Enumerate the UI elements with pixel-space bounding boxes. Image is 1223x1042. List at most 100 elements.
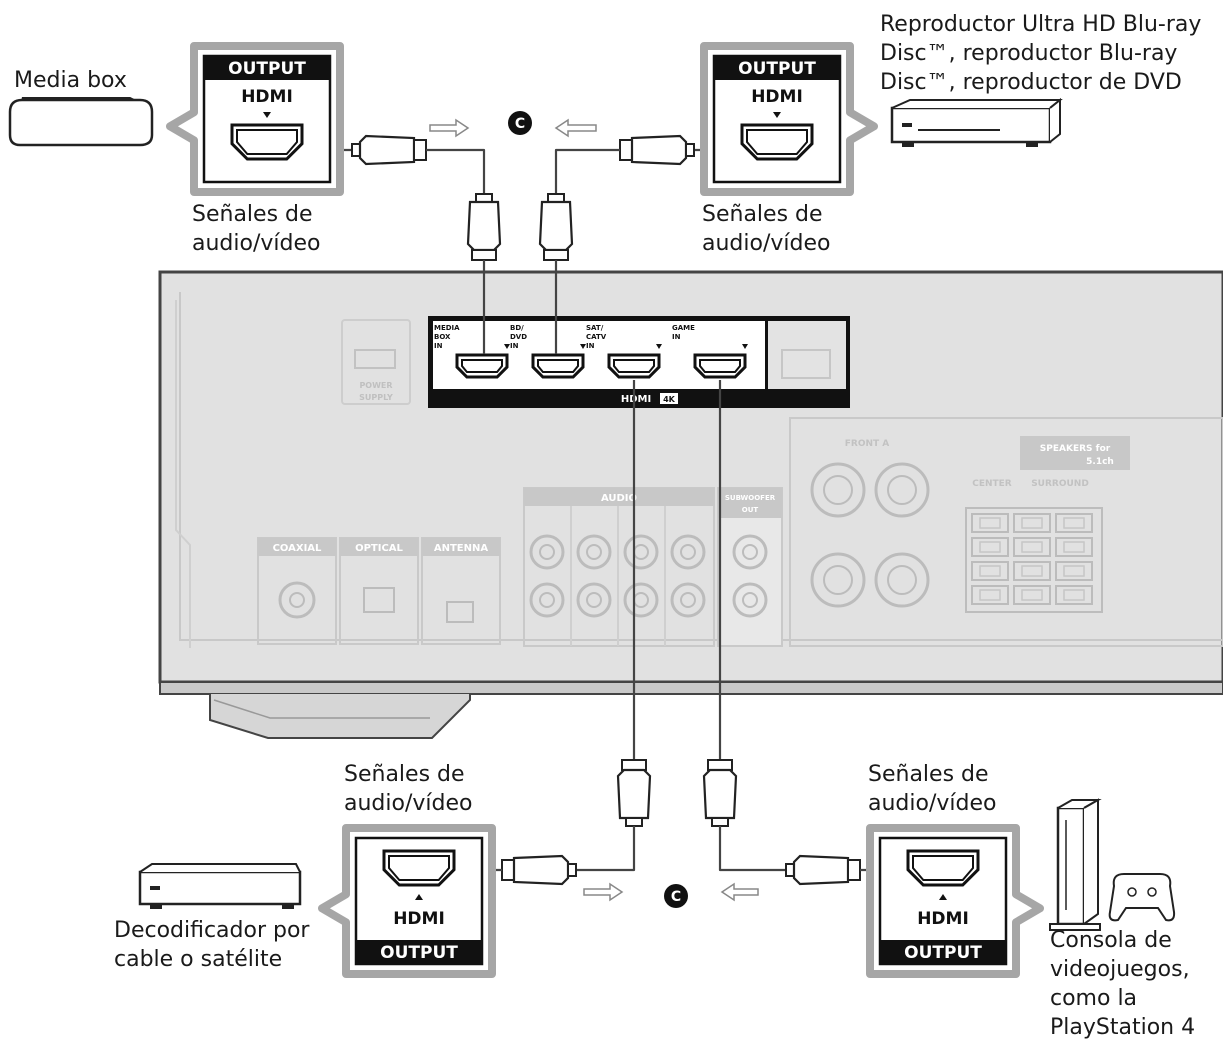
output-label: OUTPUT: [380, 943, 458, 963]
speaker-clip: [971, 537, 1009, 557]
svg-text:CENTER: CENTER: [972, 479, 1012, 489]
device-hdmi-output-port: [740, 123, 814, 161]
callout-bd-player: OUTPUT HDMI: [700, 42, 878, 196]
rca-jack: [576, 534, 612, 570]
speaker-clip: [971, 561, 1009, 581]
hdmi-input-label: IN: [586, 342, 595, 350]
hdmi-input-label: GAME: [672, 324, 695, 332]
bd-player-label: Reproductor Ultra HD Blu-ray Disc™, repr…: [880, 12, 1202, 95]
hdmi-plug: [501, 854, 577, 886]
hdmi-input-label: CATV: [586, 333, 607, 341]
console-label: Consola de videojuegos, como la PlayStat…: [1050, 928, 1196, 1040]
marker-c-top: C: [508, 111, 532, 135]
signal-direction-arrow: [429, 118, 470, 138]
speaker-clip: [1013, 537, 1051, 557]
svg-text:OPTICAL: OPTICAL: [355, 543, 403, 554]
rca-jack: [670, 534, 706, 570]
callout-console: OUTPUT HDMI: [866, 824, 1044, 978]
speaker-clip: [1055, 513, 1093, 533]
svg-text:OUT: OUT: [742, 506, 759, 514]
speaker-clip: [1055, 561, 1093, 581]
media-box-device-icon: [8, 97, 154, 147]
hdmi-plug: [466, 193, 502, 261]
hdmi-label: HDMI: [751, 87, 803, 107]
signals-label-top-left: Señales de audio/vídeo: [192, 202, 321, 256]
cable-box-device-icon: [138, 863, 302, 909]
hdmi-label: HDMI: [393, 909, 445, 929]
svg-text:C: C: [671, 889, 681, 905]
hdmi-plug: [702, 759, 738, 827]
rca-jack: [529, 534, 565, 570]
receiver-hdmi-port: [531, 353, 585, 379]
hdmi-input-label: IN: [434, 342, 443, 350]
receiver-hdmi-port: [455, 353, 509, 379]
signals-label-top-right: Señales de audio/vídeo: [702, 202, 831, 256]
signal-direction-arrow: [583, 882, 624, 902]
callout-cable-box: OUTPUT HDMI: [318, 824, 496, 978]
speaker-clip: [1055, 537, 1093, 557]
speaker-clip: [1055, 585, 1093, 605]
hdmi-input-label: SAT/: [586, 324, 604, 332]
hdmi-input-label: DVD: [510, 333, 527, 341]
hdmi-plug: [616, 759, 652, 827]
receiver-foot: [209, 694, 471, 739]
hdmi-input-label: MEDIA: [434, 324, 460, 332]
antenna-input: ANTENNA: [421, 537, 501, 645]
device-hdmi-output-port: [906, 849, 980, 887]
rca-jack: [732, 582, 768, 618]
receiver-rear-panel: POWER SUPPLY HDMI 4K MEDIABOXINBD/DVDINS…: [158, 270, 1223, 739]
hdmi-input-label: BOX: [434, 333, 451, 341]
hdmi-plug: [785, 854, 861, 886]
hdmi-label: HDMI: [241, 87, 293, 107]
svg-text:FRONT A: FRONT A: [845, 439, 890, 449]
output-label: OUTPUT: [738, 59, 816, 79]
speaker-clip: [971, 585, 1009, 605]
rca-jack: [670, 582, 706, 618]
svg-text:SURROUND: SURROUND: [1031, 479, 1089, 489]
speaker-clip: [1013, 513, 1051, 533]
svg-text:COAXIAL: COAXIAL: [273, 543, 322, 554]
hdmi-plug: [619, 134, 695, 166]
output-label: OUTPUT: [904, 943, 982, 963]
media-box-label: Media box: [14, 68, 127, 93]
audio-inputs: AUDIO: [523, 487, 715, 647]
optical-input: OPTICAL: [339, 537, 419, 645]
coaxial-input: COAXIAL: [257, 537, 337, 645]
hdmi-input-label: IN: [672, 333, 681, 341]
callout-media-box: OUTPUT HDMI: [166, 42, 344, 196]
svg-text:5.1ch: 5.1ch: [1086, 457, 1114, 467]
svg-text:AUDIO: AUDIO: [601, 493, 637, 504]
hdmi-plug: [351, 134, 427, 166]
receiver-hdmi-port: [607, 353, 661, 379]
device-hdmi-output-port: [230, 123, 304, 161]
rca-jack: [529, 582, 565, 618]
hdmi-input-label: BD/: [510, 324, 524, 332]
usb-power-supply: POWER SUPPLY: [341, 319, 411, 405]
svg-text:C: C: [515, 116, 525, 132]
hdmi-label: HDMI: [917, 909, 969, 929]
rca-jack: [732, 534, 768, 570]
rca-jack: [576, 582, 612, 618]
signals-label-bottom-left: Señales de audio/vídeo: [344, 762, 473, 816]
speaker-clip: [971, 513, 1009, 533]
hdmi-input-label: IN: [510, 342, 519, 350]
speaker-clip: [1013, 561, 1051, 581]
svg-text:HDMI: HDMI: [621, 394, 651, 405]
svg-text:SPEAKERS for: SPEAKERS for: [1040, 444, 1111, 454]
signals-label-bottom-right: Señales de audio/vídeo: [868, 762, 997, 816]
bd-player-device-icon: [890, 97, 1063, 147]
output-label: OUTPUT: [228, 59, 306, 79]
svg-text:SUPPLY: SUPPLY: [359, 393, 393, 402]
hdmi-cables: [280, 118, 920, 902]
speaker-clip: [1013, 585, 1051, 605]
cable-box-label: Decodificador por cable o satélite: [114, 918, 310, 972]
signal-direction-arrow: [720, 882, 759, 902]
hdmi-plug: [538, 193, 574, 261]
svg-text:4K: 4K: [663, 395, 676, 404]
device-hdmi-output-port: [382, 849, 456, 887]
game-console-device-icon: [1049, 798, 1176, 931]
svg-text:POWER: POWER: [359, 381, 392, 390]
speaker-terminals: SPEAKERS for 5.1ch FRONT A CENTER SURROU…: [789, 417, 1223, 647]
gamepad-icon: [1108, 873, 1176, 922]
